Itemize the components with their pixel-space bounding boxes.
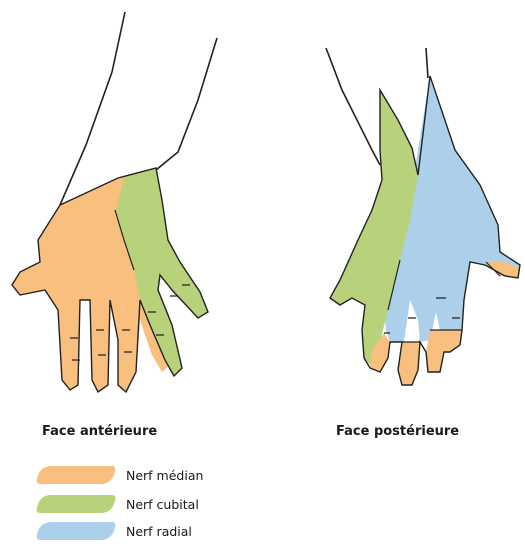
median-swatch bbox=[36, 466, 116, 484]
posterior-hand bbox=[326, 48, 520, 385]
legend-item-median: Nerf médian bbox=[38, 465, 203, 485]
radial-label: Nerf radial bbox=[126, 524, 192, 539]
cubital-swatch bbox=[36, 495, 116, 513]
posterior-caption: Face postérieure bbox=[336, 424, 459, 439]
anterior-caption: Face antérieure bbox=[42, 424, 157, 439]
posterior-forearm-outline bbox=[326, 48, 428, 165]
anterior-hand bbox=[12, 12, 217, 392]
radial-swatch bbox=[36, 522, 116, 540]
legend-item-cubital: Nerf cubital bbox=[38, 494, 199, 514]
cubital-label: Nerf cubital bbox=[126, 497, 199, 512]
median-label: Nerf médian bbox=[126, 468, 203, 483]
legend-item-radial: Nerf radial bbox=[38, 521, 192, 541]
